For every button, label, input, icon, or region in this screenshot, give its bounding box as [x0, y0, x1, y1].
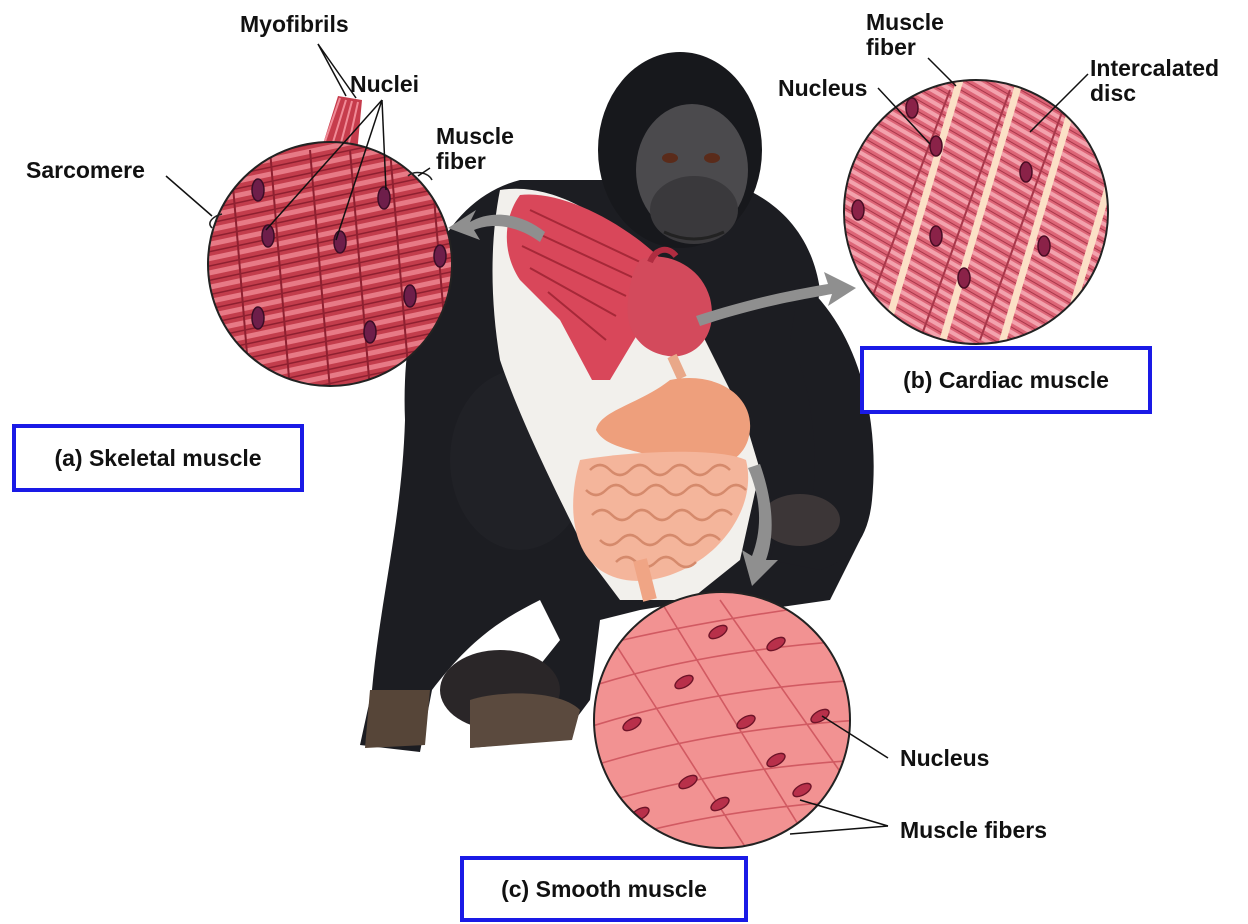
caption-smooth-muscle: (c) Smooth muscle [460, 856, 748, 922]
label-nuclei: Nuclei [350, 72, 419, 97]
label-intercalated-disc: Intercalated disc [1090, 56, 1219, 106]
caption-skeletal-muscle-text: (a) Skeletal muscle [16, 428, 300, 488]
label-smooth-muscle-fibers: Muscle fibers [900, 818, 1047, 843]
label-smooth-nucleus: Nucleus [900, 746, 989, 771]
caption-smooth-muscle-text: (c) Smooth muscle [464, 860, 744, 918]
smooth-muscle-magnified [580, 590, 860, 870]
label-sarcomere: Sarcomere [26, 158, 145, 183]
label-myofibrils: Myofibrils [240, 12, 349, 37]
caption-cardiac-muscle-text: (b) Cardiac muscle [864, 350, 1148, 410]
label-skeletal-muscle-fiber: Muscle fiber [436, 124, 514, 174]
label-cardiac-muscle-fiber: Muscle fiber [866, 10, 944, 60]
label-cardiac-nucleus: Nucleus [778, 76, 867, 101]
caption-skeletal-muscle: (a) Skeletal muscle [12, 424, 304, 492]
caption-cardiac-muscle: (b) Cardiac muscle [860, 346, 1152, 414]
cardiac-muscle-magnified [840, 76, 1140, 356]
